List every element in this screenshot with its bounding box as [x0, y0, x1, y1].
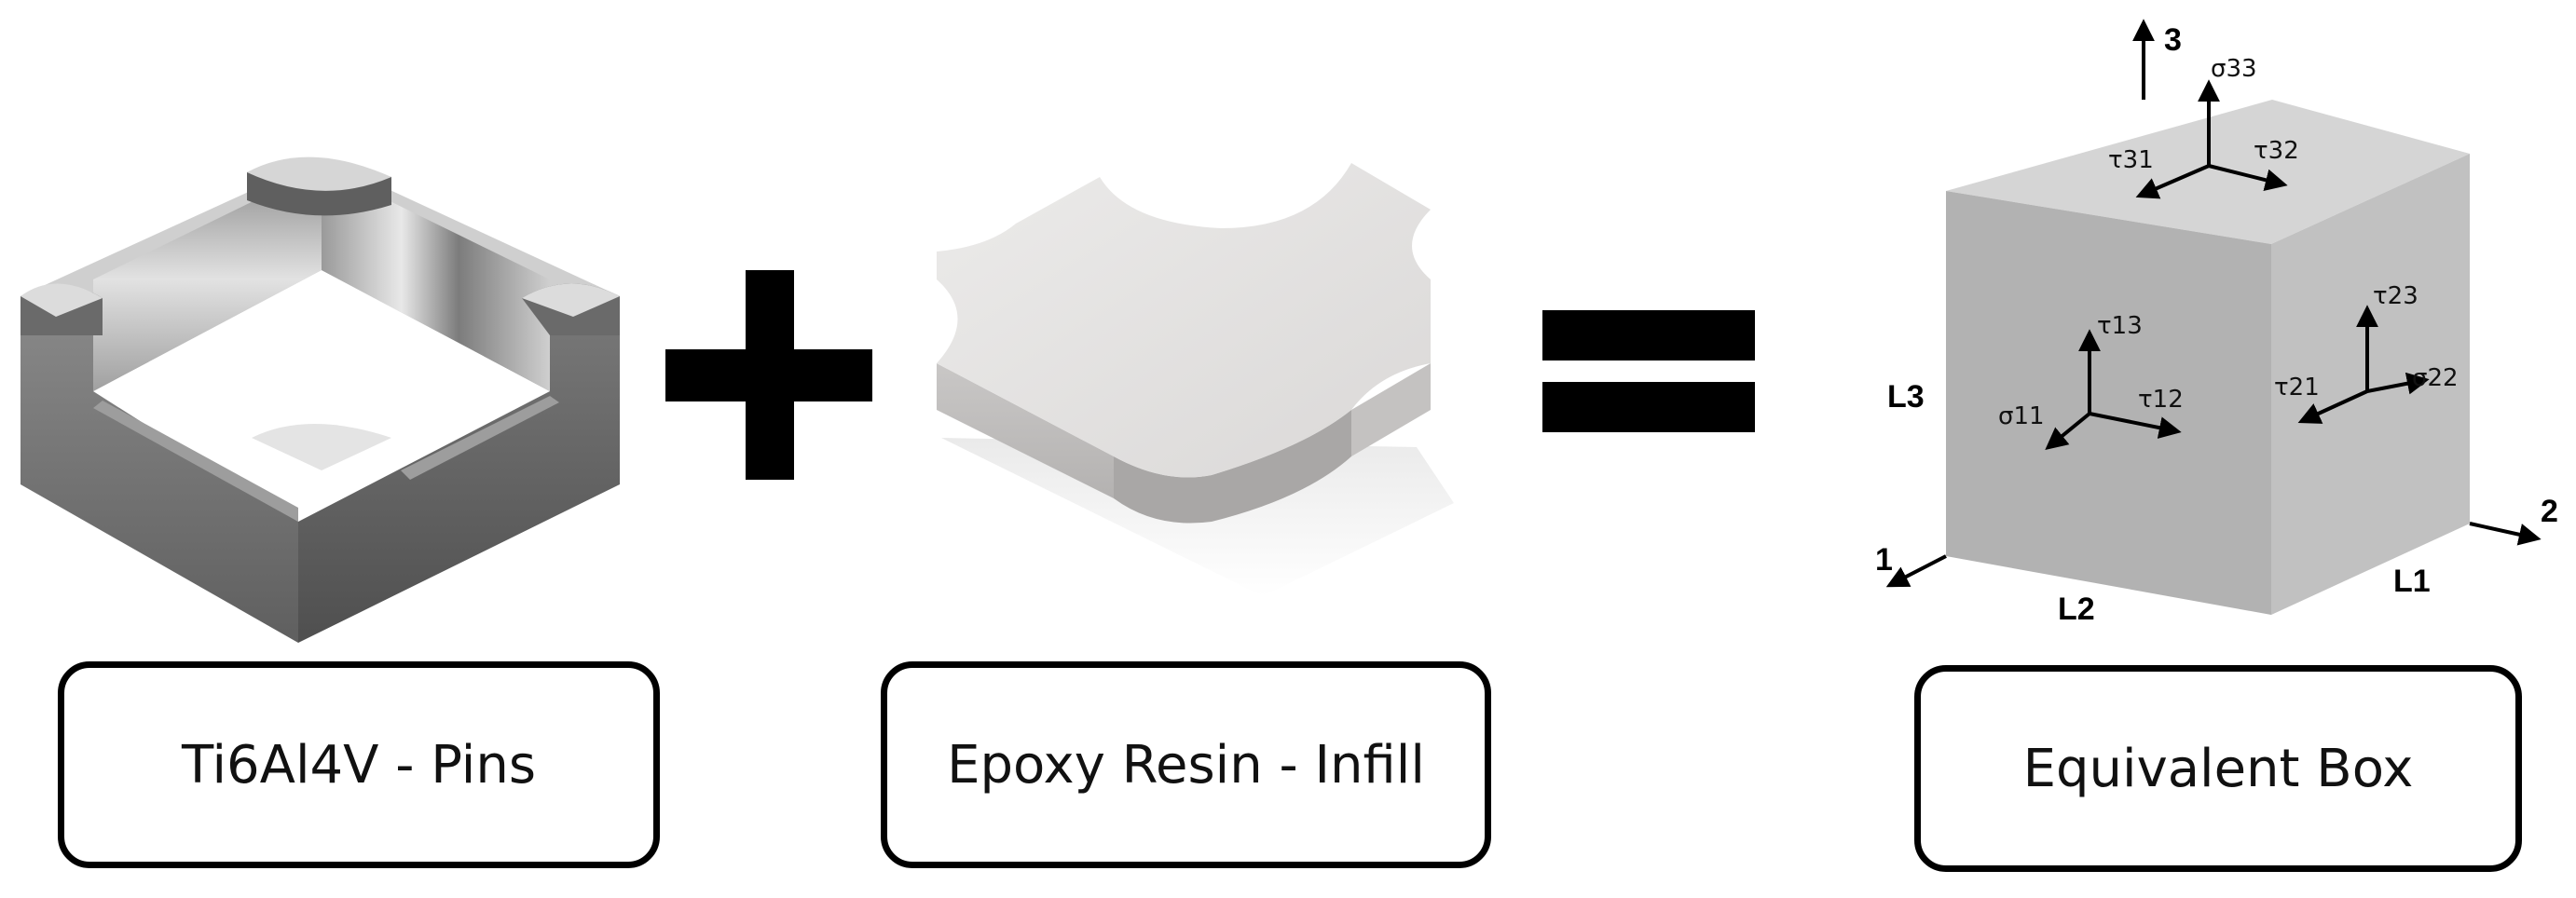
stress-sigma33: σ33 [2211, 55, 2257, 83]
dimension-l2-label: L2 [2058, 592, 2095, 627]
axis-2-arrow [2469, 522, 2542, 546]
dimension-l1-label: L1 [2393, 564, 2431, 599]
equals-operator [1542, 310, 1755, 432]
caption-infill-text: Epoxy Resin - Infill [947, 734, 1425, 796]
stress-tau23: τ23 [2373, 282, 2418, 310]
equivalent-box-illustration: 3 1 2 L3 L2 L1 σ33 τ31 τ32 τ13 σ11 τ12 [1875, 19, 2558, 627]
global-axes [1885, 19, 2542, 588]
stress-sigma11: σ11 [1998, 402, 2045, 430]
axis-2-label: 2 [2541, 494, 2558, 529]
caption-pins: Ti6Al4V - Pins [58, 661, 660, 868]
front-face-stress-arrows [2045, 329, 2182, 451]
caption-pins-text: Ti6Al4V - Pins [181, 734, 537, 796]
stress-tau32: τ32 [2254, 137, 2299, 165]
ti6al4v-pins-illustration [21, 156, 620, 643]
axis-1-arrow [1885, 554, 1947, 588]
caption-infill: Epoxy Resin - Infill [881, 661, 1491, 868]
side-face-stress-arrows [2297, 305, 2430, 424]
axis-1-label: 1 [1875, 542, 1893, 578]
stress-tau21: τ21 [2274, 374, 2320, 401]
dimension-l3-label: L3 [1887, 379, 1925, 415]
caption-box: Equivalent Box [1914, 665, 2522, 872]
stress-sigma22: σ22 [2412, 364, 2459, 392]
axis-3-label: 3 [2164, 22, 2182, 58]
caption-box-text: Equivalent Box [2022, 738, 2414, 799]
top-face-stress-arrows [2135, 79, 2288, 199]
stress-tau31: τ31 [2108, 146, 2154, 174]
epoxy-resin-infill-illustration [937, 163, 1454, 596]
stress-tau13: τ13 [2097, 312, 2143, 340]
stress-tau12: τ12 [2138, 386, 2184, 414]
plus-operator [665, 270, 872, 480]
